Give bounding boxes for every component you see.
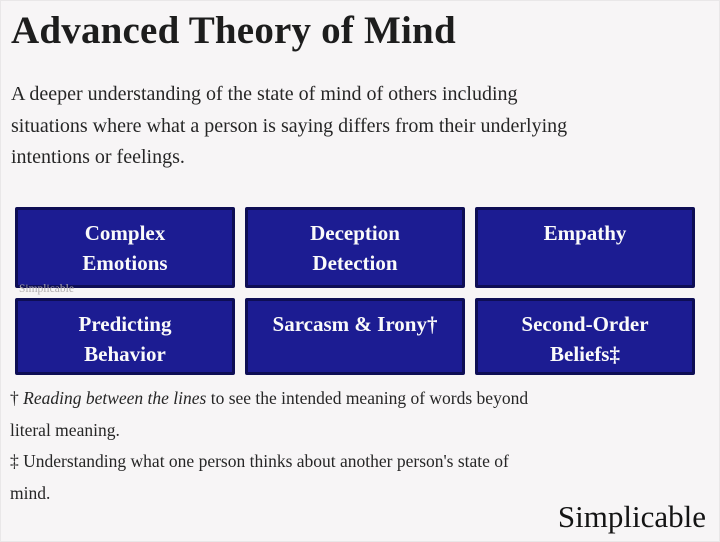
- watermark: Simplicable: [19, 283, 74, 295]
- footnote-line: mind.: [10, 482, 51, 503]
- concept-box-label: Behavior: [84, 342, 166, 366]
- footnote-double-dagger: ‡ Understanding what one person thinks a…: [10, 446, 670, 509]
- concept-box-label: Beliefs‡: [550, 342, 620, 366]
- concept-box-predicting-behavior: Predicting Behavior: [15, 298, 235, 375]
- description: A deeper understanding of the state of m…: [11, 79, 711, 174]
- concept-box-label: Sarcasm & Irony†: [272, 312, 438, 336]
- concept-box-label: Second-Order: [521, 312, 649, 336]
- concept-grid: Complex Emotions Deception Detection Emp…: [15, 207, 695, 375]
- footnote-text: to see the intended meaning of words bey…: [206, 388, 529, 408]
- brand-logo: Simplicable: [557, 499, 706, 534]
- concept-box-label: Complex: [84, 221, 166, 245]
- footnote-text: Understanding what one person thinks abo…: [23, 451, 509, 471]
- footnote-dagger-symbol: †: [10, 388, 24, 408]
- footnote-line: literal meaning.: [10, 419, 120, 440]
- concept-box-label: Predicting: [78, 312, 172, 336]
- footnote-dagger: † Reading between the lines to see the i…: [10, 383, 670, 446]
- footnote-double-dagger-symbol: ‡: [10, 451, 24, 471]
- concept-box-label: Deception: [310, 221, 400, 245]
- footnote-line: † Reading between the lines to see the i…: [10, 383, 670, 415]
- concept-box-label: Emotions: [82, 251, 168, 275]
- footnotes: † Reading between the lines to see the i…: [10, 383, 670, 509]
- concept-box-complex-emotions: Complex Emotions: [15, 207, 235, 288]
- footnote-line: ‡ Understanding what one person thinks a…: [10, 446, 670, 478]
- page-title: Advanced Theory of Mind: [11, 9, 456, 52]
- description-line: situations where what a person is saying…: [11, 114, 568, 137]
- concept-box-second-order-beliefs: Second-Order Beliefs‡: [475, 298, 695, 375]
- description-line: A deeper understanding of the state of m…: [11, 83, 518, 105]
- description-line: intentions or feelings.: [11, 146, 185, 168]
- footnote-italic-phrase: Reading between the lines: [23, 388, 207, 408]
- concept-box-empathy: Empathy: [475, 207, 695, 288]
- concept-box-label: Detection: [312, 251, 398, 275]
- concept-box-deception-detection: Deception Detection: [245, 207, 465, 288]
- concept-box-sarcasm-irony: Sarcasm & Irony†: [245, 298, 465, 375]
- concept-box-label: Empathy: [543, 221, 627, 245]
